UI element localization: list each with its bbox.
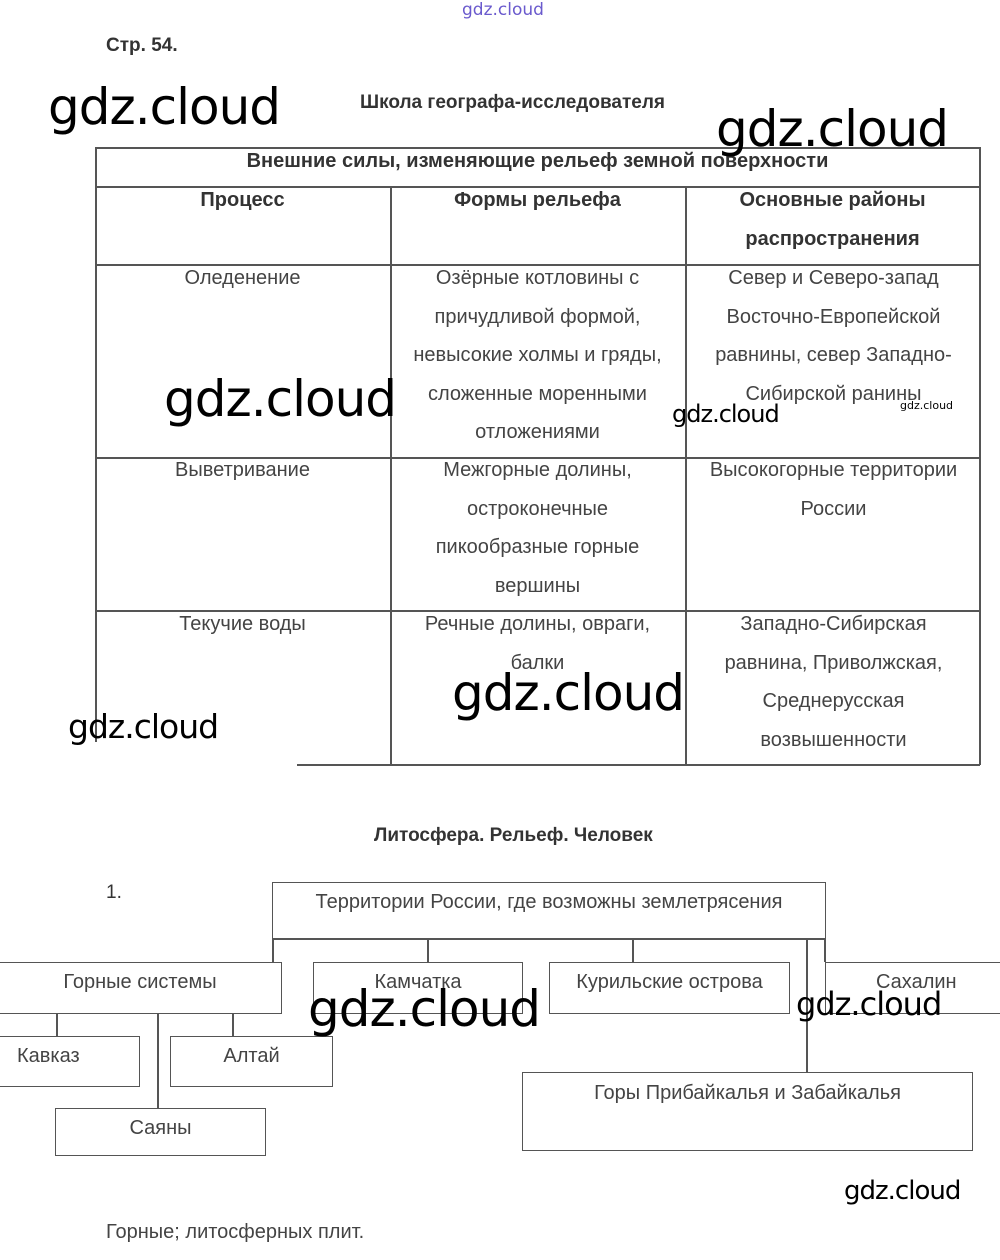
cell-regions: Западно-Сибирская равнина, Приволжская, … [724, 613, 943, 751]
cell-process: Выветривание [175, 459, 310, 481]
section2-title: Литосфера. Рельеф. Человек [374, 825, 653, 846]
cell-forms: Речные долины, овраги, балки [424, 613, 651, 674]
watermark: gdz.cloud [68, 707, 219, 746]
sayany-box: Саяны [55, 1108, 266, 1156]
watermark: gdz.cloud [796, 985, 942, 1023]
watermark: gdz.cloud [308, 980, 541, 1038]
altai-box: Алтай [170, 1036, 333, 1087]
cell-process: Оледенение [184, 267, 301, 289]
header-process: Процесс [200, 189, 285, 211]
mountains-box: Горные системы [0, 962, 282, 1014]
root-box: Территории России, где возможны землетря… [272, 882, 826, 939]
watermark: gdz.cloud [900, 399, 954, 412]
cell-regions: Север и Северо-запад Восточно-Европейско… [715, 267, 952, 405]
kamchatka-box: Камчатка [313, 962, 523, 1014]
baikal-box: Горы Прибайкалья и Забайкалья [522, 1072, 973, 1151]
cell-regions: Высокогорные территории России [709, 459, 958, 520]
answer-text: Горные; литосферных плит. [106, 1221, 365, 1243]
watermark: gdz.cloud [844, 1176, 961, 1206]
watermark: gdz.cloud [164, 370, 397, 428]
watermark: gdz.cloud [48, 78, 281, 136]
task-number: 1. [106, 882, 122, 903]
kurils-box: Курильские острова [549, 962, 790, 1014]
cell-process: Текучие воды [179, 613, 306, 635]
watermark: gdz.cloud [716, 100, 949, 158]
cell-forms: Озёрные котловины с причудливой формой, … [413, 267, 662, 443]
section-title: Школа географа-исследователя [360, 92, 665, 113]
watermark: gdz.cloud [672, 400, 780, 428]
sakhalin-box: Сахалин [825, 962, 1000, 1014]
page-label: Стр. 54. [106, 35, 178, 56]
watermark: gdz.cloud [452, 664, 685, 722]
caucasus-box: Кавказ [0, 1036, 140, 1087]
top-watermark: gdz.cloud [462, 0, 544, 20]
cell-forms: Межгорные долины, остроконечные пикообра… [435, 459, 640, 597]
header-forms: Формы рельефа [454, 189, 621, 211]
table-caption: Внешние силы, изменяющие рельеф земной п… [246, 150, 829, 172]
header-regions: Основные районы распространения [739, 189, 926, 250]
